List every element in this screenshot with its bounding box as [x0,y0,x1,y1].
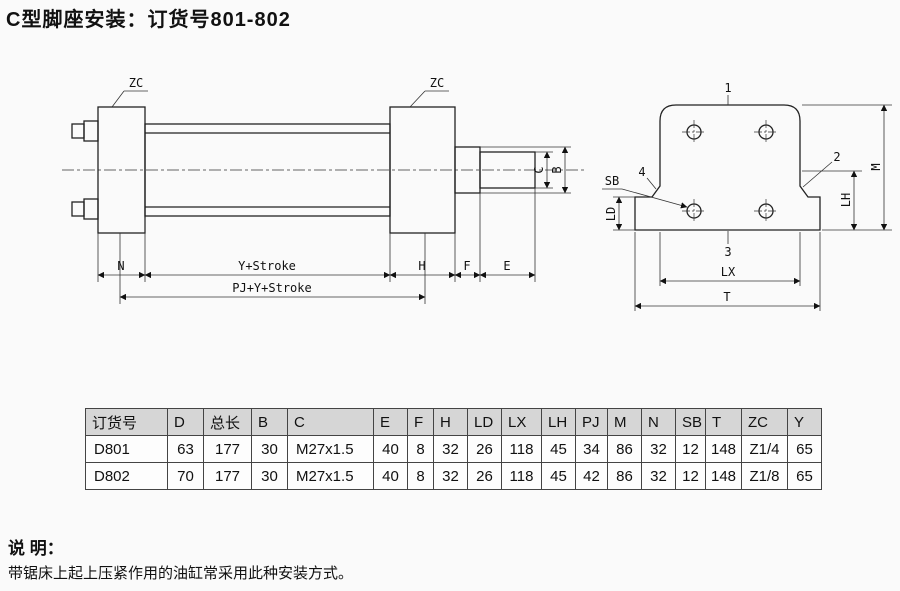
table-cell: 30 [251,462,288,490]
header-cell: B [251,408,288,436]
rod-diameter-dims: C B [480,146,571,194]
technical-drawing: ZC ZC C B [62,76,892,311]
header-cell: 订货号 [85,408,168,436]
bracket-dims: LD LX T LH M [604,104,892,311]
table-cell: 148 [705,435,742,463]
header-cell: PJ [575,408,608,436]
note-title: 说 明： [8,539,64,558]
dim-label-zc-left: ZC [129,76,143,90]
header-cell: H [433,408,468,436]
table-cell: M27x1.5 [287,435,374,463]
table-cell: 45 [541,435,576,463]
header-cell: 总长 [203,408,252,436]
dim-label-lh: LH [839,193,853,207]
header-cell: N [641,408,676,436]
dim-label-c: C [532,166,546,173]
header-cell: LH [541,408,576,436]
table-cell: 148 [705,462,742,490]
dim-label-h: H [418,259,425,273]
table-cell: 40 [373,462,408,490]
zc-callouts: ZC ZC [111,76,449,108]
table-cell: 26 [467,462,502,490]
page-title: C型脚座安装：订货号801-802 [6,9,291,31]
table-cell: D802 [85,462,168,490]
header-cell: SB [675,408,706,436]
header-cell: C [287,408,374,436]
dim-label-m: M [869,163,883,170]
header-cell: D [167,408,204,436]
table-cell: 177 [203,462,252,490]
table-cell: 86 [607,462,642,490]
callout-2: 2 [833,150,840,164]
callout-4: 4 [638,165,645,179]
table-cell: 70 [167,462,204,490]
header-cell: E [373,408,408,436]
dim-label-sb: SB [605,174,619,188]
header-cell: F [407,408,434,436]
table-cell: 34 [575,435,608,463]
table-cell: 40 [373,435,408,463]
dim-label-b: B [550,166,564,173]
dim-label-t: T [723,290,730,304]
table-cell: 12 [675,462,706,490]
table-cell: 65 [787,435,822,463]
table-cell: 118 [501,462,542,490]
table-cell: 12 [675,435,706,463]
table-cell: 32 [641,462,676,490]
table-cell: 177 [203,435,252,463]
table-cell: Z1/8 [741,462,788,490]
header-cell: LD [467,408,502,436]
table-cell: 26 [467,435,502,463]
table-cell: 86 [607,435,642,463]
dim-label-f: F [463,259,470,273]
dim-label-pj: PJ+Y+Stroke [232,281,311,295]
table-cell: 8 [407,462,434,490]
table-cell: 32 [433,462,468,490]
table-cell: 63 [167,435,204,463]
foot-bracket-view [634,104,821,231]
dim-label-n: N [117,259,124,273]
cylinder-length-dims: N Y+Stroke H F E PJ+Y+Stroke [97,188,536,304]
callout-1: 1 [724,81,731,95]
cylinder-side-view [62,106,585,234]
header-cell: M [607,408,642,436]
header-cell: T [705,408,742,436]
header-cell: ZC [741,408,788,436]
dim-label-ld: LD [604,207,618,221]
dim-label-zc-right: ZC [430,76,444,90]
table-cell: 8 [407,435,434,463]
dim-label-y-stroke: Y+Stroke [238,259,296,273]
table-cell: 42 [575,462,608,490]
table-cell: 32 [641,435,676,463]
table-cell: M27x1.5 [287,462,374,490]
table-cell: 118 [501,435,542,463]
header-cell: Y [787,408,822,436]
note-body: 带锯床上起上压紧作用的油缸常采用此种安装方式。 [8,565,354,582]
header-cell: LX [501,408,542,436]
table-cell: D801 [85,435,168,463]
table-cell: 32 [433,435,468,463]
dim-label-e: E [503,259,510,273]
table-cell: 30 [251,435,288,463]
table-cell: 65 [787,462,822,490]
bracket-callouts: 1 2 3 4 SB [602,81,841,259]
dim-label-lx: LX [721,265,736,279]
callout-3: 3 [724,245,731,259]
table-cell: Z1/4 [741,435,788,463]
table-cell: 45 [541,462,576,490]
